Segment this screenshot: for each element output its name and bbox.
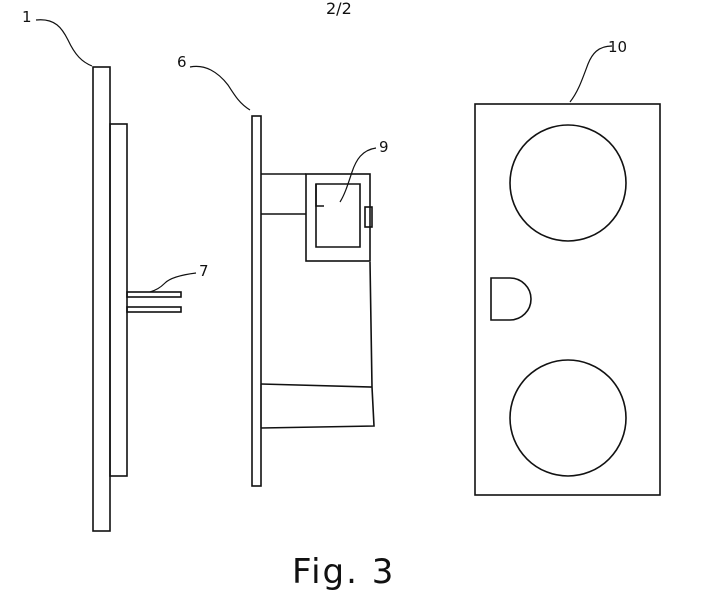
leader-line-1	[36, 20, 92, 66]
label-10: 10	[608, 38, 627, 56]
sheet-number: 2/2	[326, 0, 352, 18]
upper-opening	[510, 125, 626, 241]
connector-inner-detail	[316, 184, 324, 206]
figure-caption: Fig. 3	[292, 552, 395, 592]
connector-inner-frame	[316, 184, 360, 247]
label-9: 9	[379, 138, 389, 156]
d-shaped-indicator	[491, 278, 531, 320]
label-7: 7	[199, 262, 209, 280]
label-6: 6	[177, 53, 187, 71]
leader-line-7	[150, 273, 196, 292]
front-face-outline	[475, 104, 660, 495]
connector-9	[306, 174, 372, 261]
connector-latch	[365, 207, 372, 227]
leader-line-10	[570, 46, 612, 102]
pin-upper	[127, 292, 181, 297]
housing-outline	[261, 174, 374, 428]
panel-plate	[252, 116, 261, 486]
front-view-10	[475, 104, 660, 495]
panel-assembly	[252, 116, 374, 486]
pins	[127, 292, 181, 312]
label-1: 1	[22, 8, 32, 26]
pin-lower	[127, 307, 181, 312]
plate-assembly	[93, 67, 127, 531]
leader-line-6	[190, 66, 250, 110]
lower-opening	[510, 360, 626, 476]
plate-back-layer	[110, 124, 127, 476]
plate-front-layer	[93, 67, 110, 531]
